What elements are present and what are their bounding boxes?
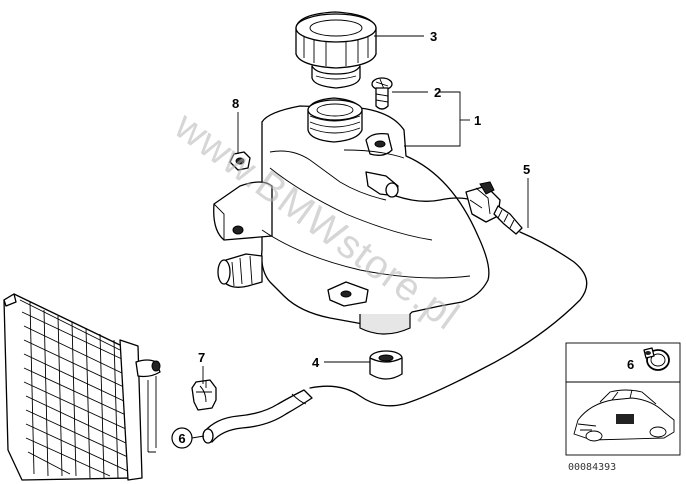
inset-callout-6: 6	[627, 357, 634, 372]
callout-6: 6	[178, 431, 185, 446]
car-silhouette-icon	[573, 389, 675, 442]
inset-box: 6	[565, 342, 681, 456]
level-sensor[interactable]	[395, 181, 523, 235]
radiator[interactable]	[3, 293, 161, 481]
bleed-screw[interactable]	[371, 77, 393, 110]
expansion-tank-cap[interactable]	[295, 11, 377, 89]
hose-bracket[interactable]	[191, 379, 217, 411]
callout-8: 8	[232, 96, 239, 111]
radiator-indicator-lines	[147, 376, 157, 453]
callout-2: 2	[434, 85, 441, 100]
leader-lines	[191, 35, 529, 439]
callout-3: 3	[430, 29, 437, 44]
callout-7: 7	[198, 350, 205, 365]
expansion-tank[interactable]	[213, 97, 490, 335]
callout-5: 5	[523, 162, 530, 177]
callout-6-circle: 6	[171, 427, 193, 449]
hose-clamp-icon	[643, 347, 670, 371]
reference-number: 00084393	[568, 462, 616, 473]
sensor-cable	[309, 231, 588, 407]
rubber-mount[interactable]	[369, 350, 403, 380]
coolant-hose[interactable]	[202, 389, 313, 444]
hex-nut[interactable]	[229, 151, 251, 171]
callout-4: 4	[312, 355, 320, 370]
callout-1: 1	[474, 113, 481, 128]
